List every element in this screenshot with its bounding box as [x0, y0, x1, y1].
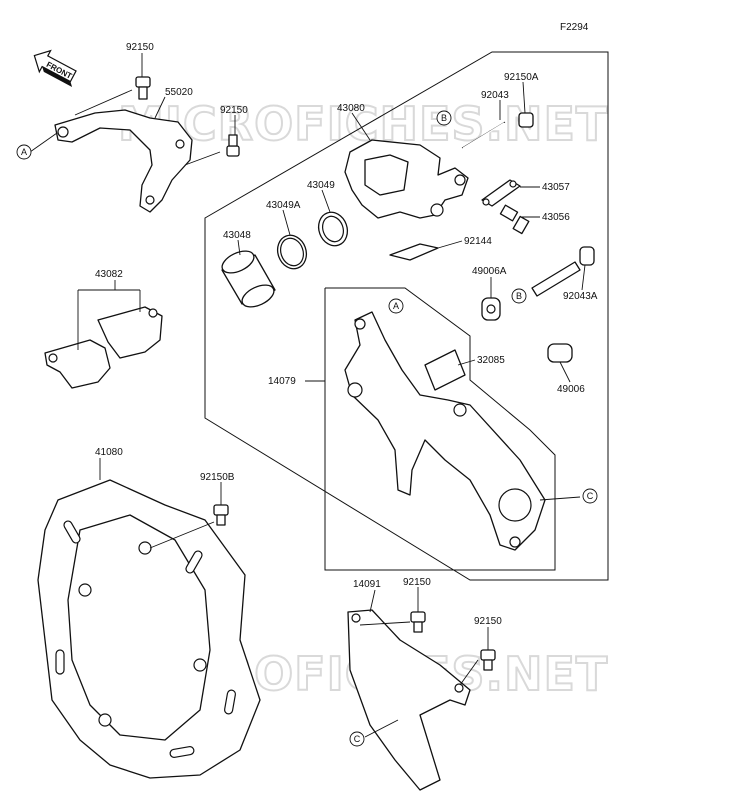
svg-text:A: A — [21, 147, 27, 157]
ref-c-bracket: C — [582, 488, 598, 504]
label-43049A: 43049A — [266, 200, 301, 211]
bolt-92150-g1 — [410, 611, 426, 633]
svg-text:A: A — [393, 301, 399, 311]
leader-lines — [29, 53, 586, 738]
front-arrow-icon: FRONT — [33, 49, 77, 87]
label-43080: 43080 — [337, 103, 365, 114]
ref-c-guard: C — [349, 731, 365, 747]
label-92150-top: 92150 — [126, 42, 154, 53]
seal-43049 — [317, 211, 349, 247]
ref-b-caliper: B — [436, 110, 452, 126]
bracket-55020 — [54, 109, 193, 213]
piston-43048 — [221, 250, 276, 308]
label-43057: 43057 — [542, 182, 570, 193]
bolt-92150B — [213, 504, 229, 526]
label-41080: 41080 — [95, 447, 123, 458]
ref-a-bracket: A — [388, 298, 404, 314]
svg-text:B: B — [516, 291, 522, 301]
spring-32085 — [424, 349, 466, 391]
label-14091: 14091 — [353, 579, 381, 590]
bleeder-43056 — [499, 204, 530, 235]
label-92043A: 92043A — [563, 291, 598, 302]
ref-a-left: A — [16, 144, 32, 160]
boot-49006 — [547, 343, 573, 363]
svg-text:C: C — [587, 491, 594, 501]
bolt-92150-top — [135, 76, 151, 100]
label-92150A: 92150A — [504, 72, 539, 83]
svg-text:C: C — [354, 734, 361, 744]
label-55020: 55020 — [165, 87, 193, 98]
bolt-92150-mid — [226, 134, 240, 157]
caliper-body-43080 — [344, 139, 469, 219]
label-92150B: 92150B — [200, 472, 235, 483]
label-43049: 43049 — [307, 180, 335, 191]
caliper-assembly-frame — [204, 51, 609, 581]
disc-41080 — [37, 479, 261, 779]
label-32085: 32085 — [477, 355, 505, 366]
spring-92144 — [389, 243, 439, 261]
label-49006A: 49006A — [472, 266, 507, 277]
figure-code: F2294 — [560, 22, 589, 33]
guard-14091 — [347, 609, 471, 791]
pin-92043A — [531, 246, 595, 297]
bolt-92150-g2 — [480, 649, 496, 671]
pin-92043 — [461, 121, 506, 149]
label-14079: 14079 — [268, 376, 296, 387]
pads-43082 — [44, 306, 163, 389]
boot-49006A — [481, 297, 501, 321]
plate-43057 — [481, 179, 521, 207]
seal-43049A — [276, 234, 308, 270]
label-92150-mid: 92150 — [220, 105, 248, 116]
label-92150-guard-1: 92150 — [403, 577, 431, 588]
svg-text:B: B — [441, 113, 447, 123]
label-92043: 92043 — [481, 90, 509, 101]
label-49006: 49006 — [557, 384, 585, 395]
label-43082: 43082 — [95, 269, 123, 280]
ref-b-pin: B — [511, 288, 527, 304]
bracket-14079 — [344, 311, 546, 551]
label-43056: 43056 — [542, 212, 570, 223]
bracket-subframe — [324, 287, 556, 571]
plug-92150A — [518, 112, 534, 128]
label-43048: 43048 — [223, 230, 251, 241]
label-92144: 92144 — [464, 236, 492, 247]
label-92150-guard-2: 92150 — [474, 616, 502, 627]
